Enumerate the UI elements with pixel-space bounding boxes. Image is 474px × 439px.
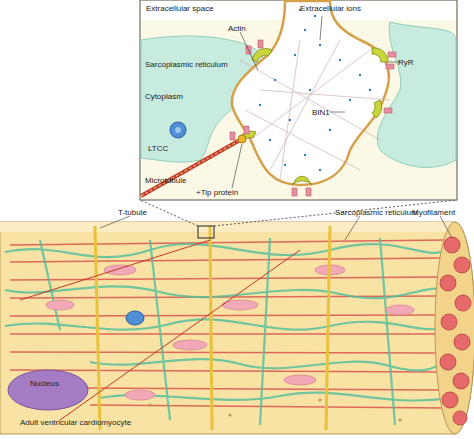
part-label: Microtubule [145,176,186,185]
part-label: BIN1 [312,108,330,117]
part-label: Sarcoplasmic reticulum [335,208,418,217]
part-label: Nucleus [30,379,59,388]
part-label: +Tip protein [196,188,238,197]
part-label: Myofilament [412,208,455,217]
part-label: LTCC [148,144,168,153]
part-label: Extracellular space [146,4,214,13]
part-label: Extracellular ions [300,4,361,13]
cell-body [0,222,474,434]
part-label: RyR [398,58,414,67]
part-label: Actin [228,24,246,33]
part-label: Adult ventricular cardiomyocyte [20,418,131,427]
part-label: T-tubule [118,208,147,217]
inset-panel [140,0,457,200]
part-label: Cytoplasm [145,92,183,101]
part-label: Sarcoplasmic reticulum [145,60,228,69]
